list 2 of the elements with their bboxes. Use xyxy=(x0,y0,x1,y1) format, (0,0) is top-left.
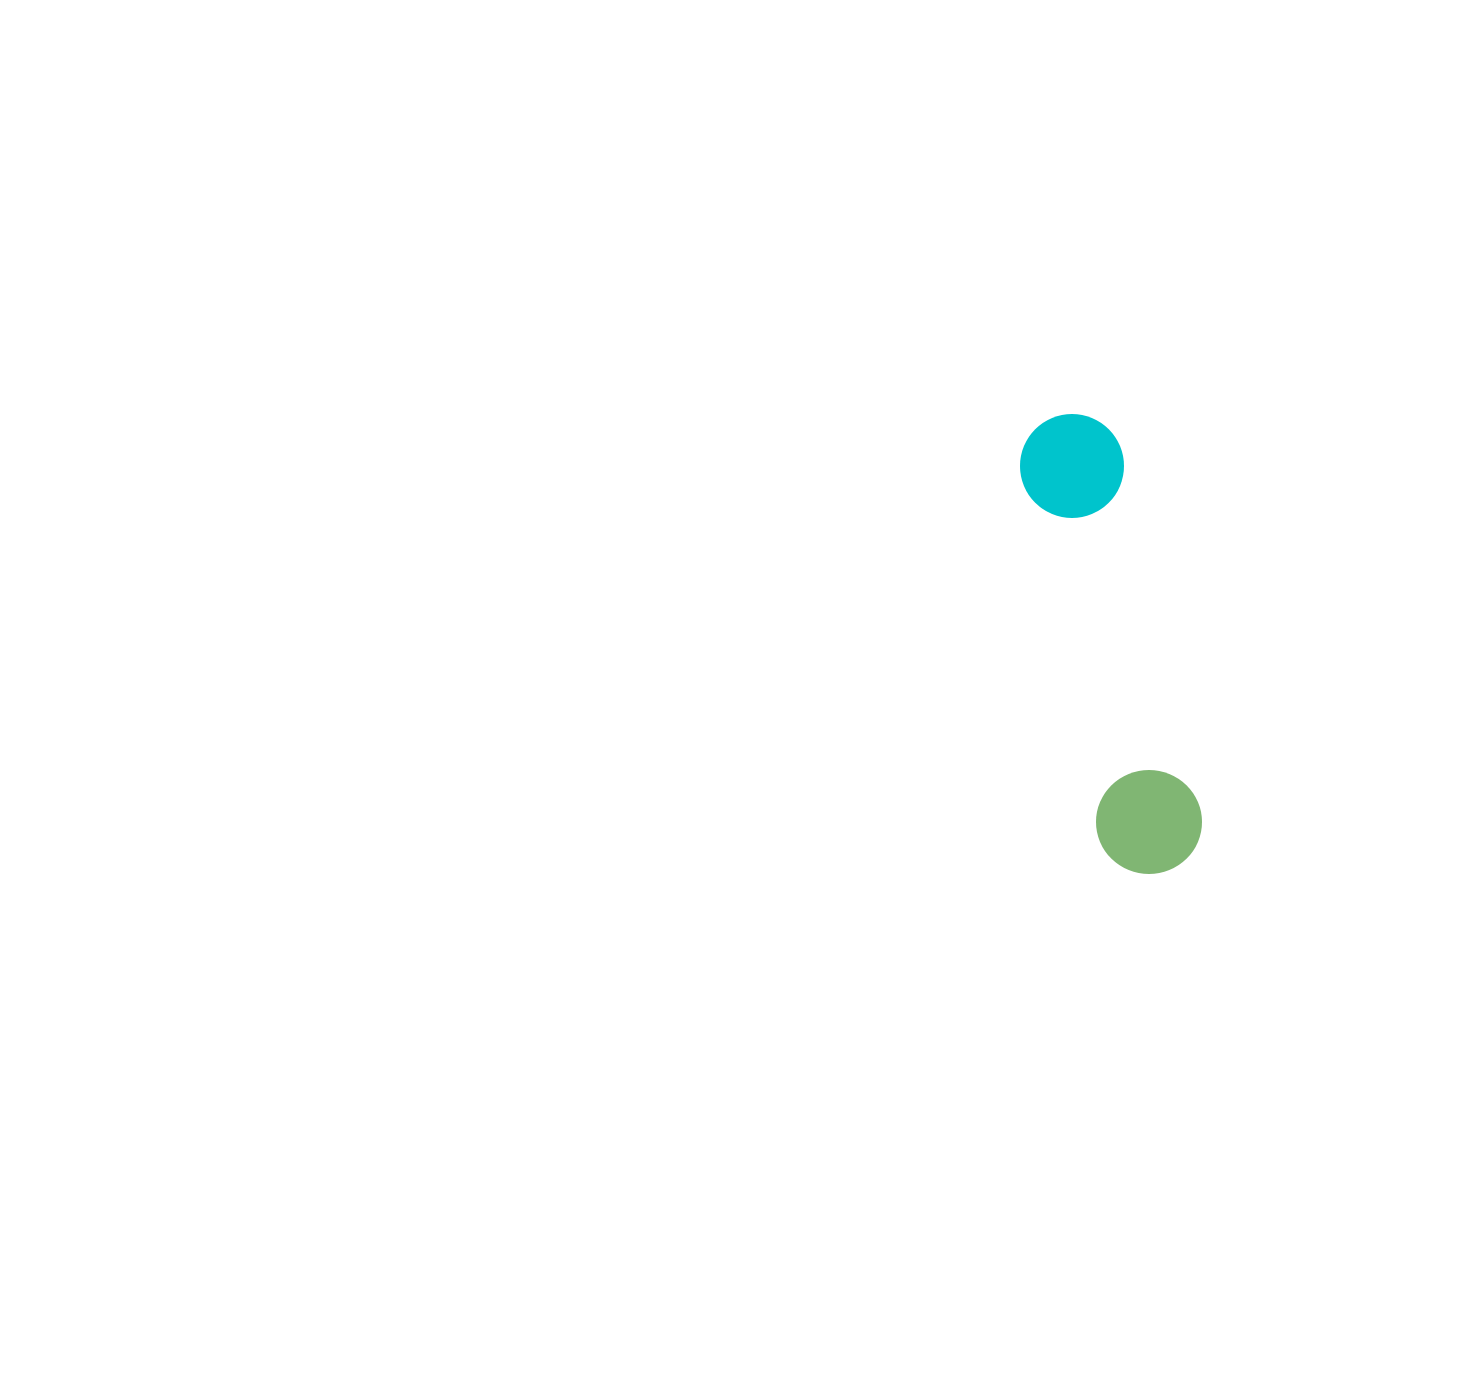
circle-dot xyxy=(1096,770,1202,874)
circle-dot xyxy=(1020,414,1124,518)
